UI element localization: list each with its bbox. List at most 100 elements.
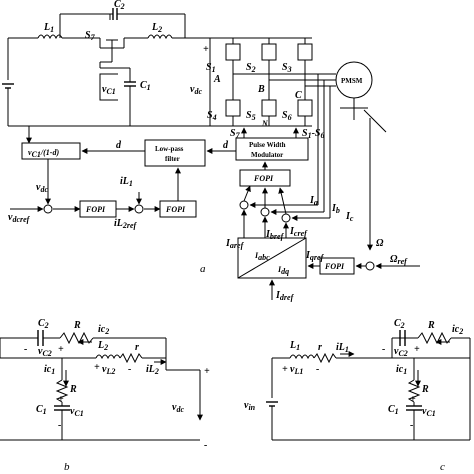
pwm-line2: Modulator <box>251 151 283 159</box>
d-right-label: d <box>223 140 229 151</box>
c-vc2-label: vC2 <box>394 346 408 358</box>
s5-label: S5 <box>246 110 256 122</box>
caption-c: c <box>440 461 445 473</box>
inverter <box>225 38 336 126</box>
ic-label: Ic <box>345 211 354 223</box>
b-plus-vl2: + <box>94 362 100 373</box>
b-il2-label: iL2 <box>146 364 159 376</box>
pwm-block <box>235 137 309 161</box>
idq-text: Idq <box>277 265 289 276</box>
vdcref-label: vdcref <box>8 212 31 224</box>
b-vdc-label: vdc <box>172 402 184 414</box>
c-ic2-label: ic2 <box>452 324 463 336</box>
plus-sign: + <box>203 44 209 55</box>
c-r-mid-label: R <box>421 384 429 395</box>
omega-label: Ω <box>376 238 384 249</box>
c-r-top-resistor <box>417 331 452 345</box>
c-l1-inductor <box>289 354 315 360</box>
c-vc1-label: vC1 <box>422 406 436 418</box>
sum-junction-c <box>281 213 291 223</box>
c-r-mid-resistor <box>407 379 421 403</box>
vdc-fb-label: vdc <box>36 182 48 194</box>
il1-label: iL1 <box>120 176 133 188</box>
l1-inductor <box>37 34 63 40</box>
s7-switch <box>99 38 125 68</box>
c-vin-label: vin <box>244 400 256 412</box>
b-r-mid-resistor <box>55 379 69 403</box>
c-l1-label: L1 <box>289 340 300 352</box>
iaref-label: Iaref <box>225 238 245 250</box>
pwm-line1: Pulse Width <box>249 141 286 149</box>
c-minus-vl1: - <box>316 364 319 375</box>
c1-label: C1 <box>140 80 151 92</box>
b-vc2-label: vC2 <box>38 346 52 358</box>
c-plus-vl1: + <box>282 364 288 375</box>
ib-label: Ib <box>331 203 340 215</box>
vdc-label: vdc <box>190 84 202 96</box>
ia-label: Ia <box>309 195 318 207</box>
icref-label: Icref <box>289 226 308 238</box>
s4-label: S4 <box>207 110 217 122</box>
c-vl1-label: vL1 <box>290 364 303 376</box>
b-r-resistor <box>119 352 143 364</box>
lpf-line1: Low-pass <box>155 145 184 153</box>
c-minus-vc1: - <box>410 420 413 431</box>
s1-label: S1 <box>206 62 216 74</box>
c-il1-label: iL1 <box>336 342 349 354</box>
b-vc1-label: vC1 <box>70 406 84 418</box>
il2ref-label: iL2ref <box>114 218 138 230</box>
speed-sum-junction <box>365 261 375 271</box>
dc-sum-junction <box>43 204 53 214</box>
b-ic2-label: ic2 <box>98 324 109 336</box>
neutral-label: N <box>261 119 269 128</box>
b-c2-label: C2 <box>38 318 49 330</box>
panel-a: C2 L1 S7 L2 C1 <box>2 0 420 302</box>
b-ic1-label: ic1 <box>44 364 55 376</box>
c-c1-label: C1 <box>388 404 399 416</box>
panel-c: L1 r iL1 + vL1 - C2 R ic2 - + vC2 ic1 R … <box>244 318 471 473</box>
fopi-current-inner-text: FOPI <box>165 205 186 214</box>
c-r-label: r <box>318 342 322 353</box>
panel-b: C2 R ic2 - + vC2 L2 r + vL2 - iL2 ic1 R … <box>0 318 210 473</box>
b-r-label: r <box>135 342 139 353</box>
b-c1-label: C1 <box>36 404 47 416</box>
phase-b-label: B <box>257 84 265 95</box>
b-plus-vc1: + <box>58 394 64 405</box>
c-plus-vc1: + <box>410 394 416 405</box>
b-minus-vc1: - <box>58 420 61 431</box>
c2-capacitor <box>59 8 186 38</box>
phase-a-label: A <box>213 74 221 85</box>
idref-label: Idref <box>275 290 295 302</box>
low-pass-filter-block <box>144 139 206 167</box>
vc1-divider-text: vC1/(1-d) <box>28 148 59 159</box>
l2-inductor <box>147 34 173 40</box>
b-vl2-label: vL2 <box>102 364 115 376</box>
caption-b: b <box>64 461 70 473</box>
ibref-label: Ibref <box>265 229 285 241</box>
b-plus-vdc: + <box>204 366 210 377</box>
b-plus-c2: + <box>58 344 64 355</box>
b-l2-inductor <box>95 354 121 360</box>
phase-c-label: C <box>295 90 302 101</box>
s7-label: S7 <box>85 30 96 42</box>
lpf-line2: filter <box>165 155 180 163</box>
il-sum-junction <box>134 204 144 214</box>
c-c2-label: C2 <box>394 318 405 330</box>
b-r-top-label: R <box>73 320 81 331</box>
vc1-label: vC1 <box>102 84 116 96</box>
vc1-divider-block <box>21 142 81 160</box>
pmsm-label: PMSM <box>341 77 363 85</box>
c-r-resistor <box>313 352 337 364</box>
s3-label: S3 <box>282 62 292 74</box>
sum-junction-b <box>260 207 270 217</box>
l2-label: L2 <box>151 22 162 34</box>
sum-junction-a <box>239 200 249 210</box>
fopi-current-text: FOPI <box>253 174 274 183</box>
b-minus-vl2: - <box>128 364 131 375</box>
fopi-speed-text: FOPI <box>324 262 345 271</box>
l1-label: L1 <box>43 22 54 34</box>
iqref-label: Iqref <box>305 250 325 262</box>
b-r-top-resistor <box>59 331 94 345</box>
b-l2-label: L2 <box>97 340 108 352</box>
d-left-label: d <box>116 140 122 151</box>
